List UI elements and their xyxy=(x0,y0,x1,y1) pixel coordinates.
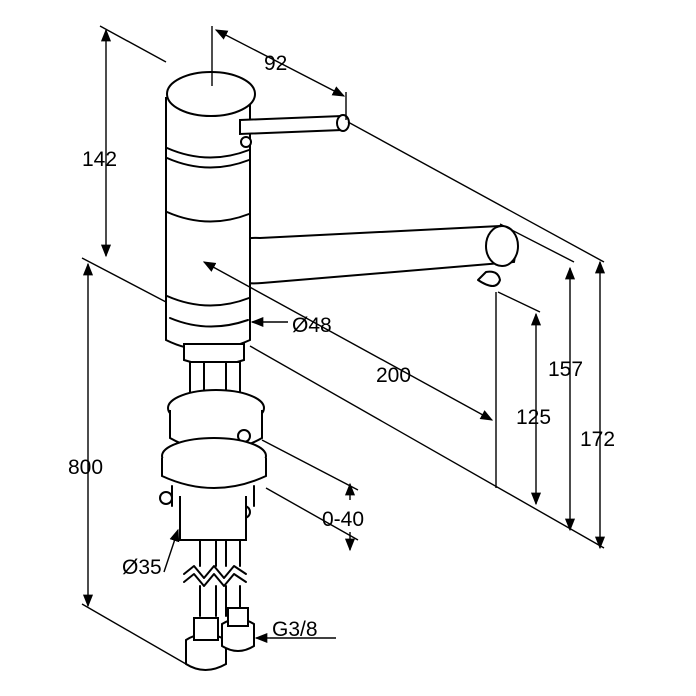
faucet-body xyxy=(165,71,519,366)
main-cylinder xyxy=(165,97,251,351)
label-157: 157 xyxy=(548,358,583,381)
label-142: 142 xyxy=(82,148,117,171)
label-800: 800 xyxy=(68,456,103,479)
label-0-40: 0-40 xyxy=(322,508,364,531)
label-g3-8: G3/8 xyxy=(272,618,318,641)
label-172: 172 xyxy=(580,428,615,451)
lever-handle xyxy=(239,114,347,136)
dimension-lines xyxy=(81,25,606,665)
label-200: 200 xyxy=(376,364,411,387)
aerator xyxy=(477,270,501,287)
label-92: 92 xyxy=(264,52,287,75)
label-diameter-48: Ø48 xyxy=(292,314,332,337)
label-125: 125 xyxy=(516,406,551,429)
mounting-assembly xyxy=(159,361,267,671)
spout-tip xyxy=(485,225,519,267)
spout xyxy=(224,224,517,285)
cylinder-top xyxy=(166,71,256,117)
lever-screw xyxy=(240,136,252,148)
label-diameter-35: Ø35 xyxy=(122,556,162,579)
dimension-labels: 142 92 Ø48 200 125 157 172 800 0-40 Ø35 … xyxy=(68,52,615,641)
